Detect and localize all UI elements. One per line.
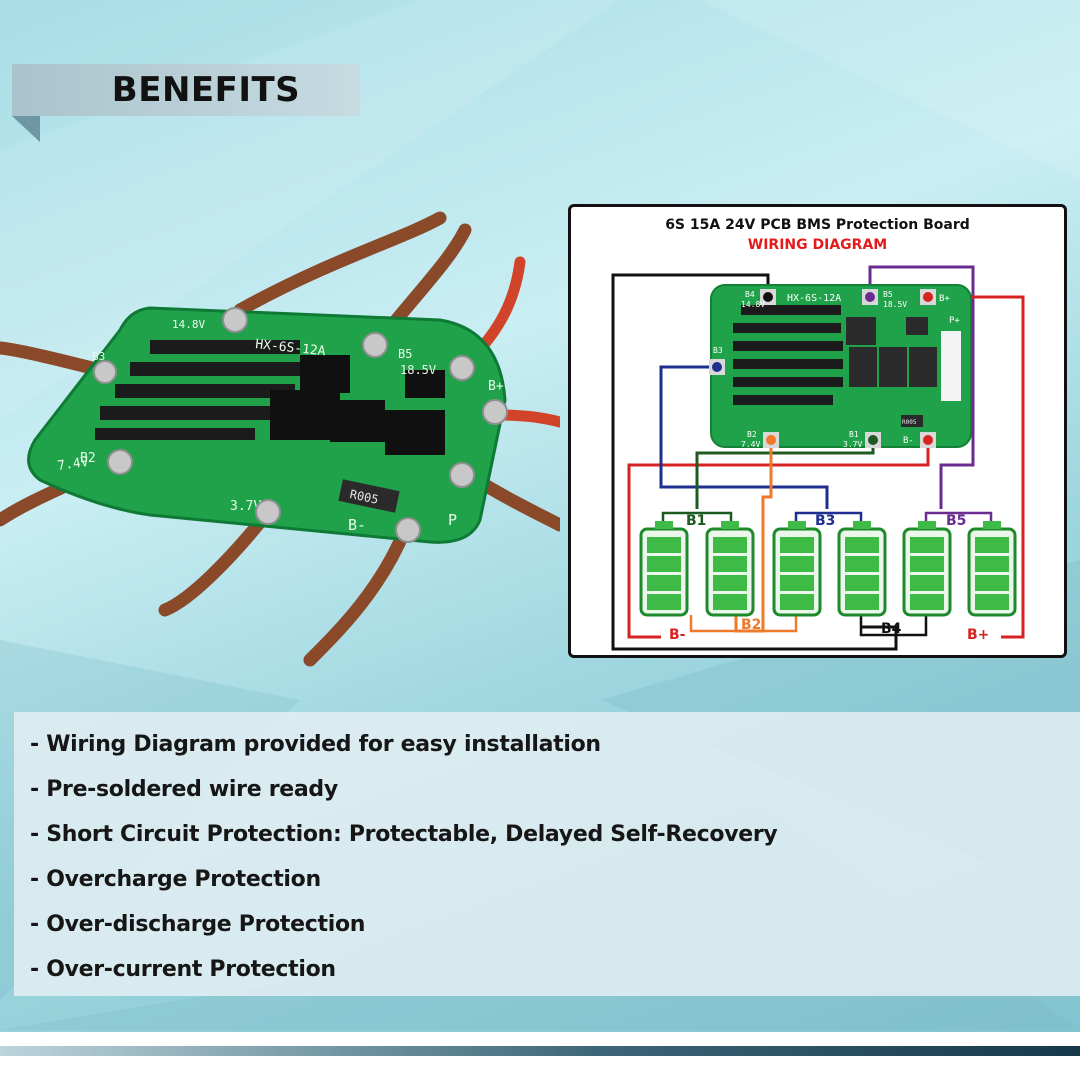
pad-label-b5: B5 xyxy=(883,290,893,299)
photo-resistor-label: R005 xyxy=(349,487,380,507)
pad-label-b1-voltage: 3.7V xyxy=(843,440,862,449)
feature-item: - Over-current Protection xyxy=(30,957,336,982)
battery-label-b4: B4 xyxy=(881,621,902,637)
battery-label-b2: B2 xyxy=(741,617,761,633)
photo-label-b1-voltage: 3.7V xyxy=(230,499,261,514)
photo-board-model: HX-6S-12A xyxy=(255,337,327,359)
pad-label-pplus: P+ xyxy=(949,316,960,326)
pad-label-b2: B2 xyxy=(747,430,757,439)
photo-label-b2-voltage: 7.4V xyxy=(56,455,89,474)
pad-label-b5-voltage: 18.5V xyxy=(883,300,907,309)
feature-item: - Over-discharge Protection xyxy=(30,912,366,937)
wiring-diagram-card: 6S 15A 24V PCB BMS Protection Board WIRI… xyxy=(568,204,1067,658)
photo-label-bminus: B- xyxy=(348,516,366,534)
feature-item: - Overcharge Protection xyxy=(30,867,321,892)
pad-label-b3: B3 xyxy=(713,346,723,355)
benefits-title: BENEFITS xyxy=(111,70,301,110)
pad-label-bminus: B- xyxy=(903,436,914,446)
photo-label-b2: B2 xyxy=(80,451,96,466)
feature-item: - Short Circuit Protection: Protectable,… xyxy=(30,822,778,847)
diagram-board-model: HX-6S-12A xyxy=(787,293,841,304)
battery-label-b1: B1 xyxy=(686,513,706,529)
diagram-subtitle: WIRING DIAGRAM xyxy=(747,237,888,253)
photo-label-b5: B5 xyxy=(398,347,412,361)
photo-label-b5-voltage: 18.5V xyxy=(400,363,436,377)
feature-list: - Wiring Diagram provided for easy insta… xyxy=(30,730,778,1000)
benefits-banner-fold xyxy=(12,116,40,142)
pad-label-b1: B1 xyxy=(849,430,859,439)
bms-board-photo: R005 HX-6S-12A 14.8V B5 18.5V B+ B2 7.4V… xyxy=(0,211,560,667)
diagram-resistor-label: R005 xyxy=(902,419,917,426)
photo-label-b3: B3 xyxy=(92,350,105,363)
battery-label-b5: B5 xyxy=(946,513,966,529)
pad-label-b4: B4 xyxy=(745,290,755,299)
photo-label-b4-voltage: 14.8V xyxy=(172,318,205,331)
photo-label-bplus: B+ xyxy=(488,379,504,394)
battery-label-bplus: B+ xyxy=(967,627,989,643)
pad-label-b4-voltage: 14.8V xyxy=(741,300,765,309)
battery-label-bminus: B- xyxy=(669,627,686,643)
pad-label-bplus: B+ xyxy=(939,294,950,304)
bottom-strip xyxy=(0,1056,1080,1080)
bottom-divider-dark xyxy=(0,1046,1080,1056)
feature-item: - Pre-soldered wire ready xyxy=(30,777,338,802)
battery-label-b3: B3 xyxy=(815,513,835,529)
bottom-divider-light xyxy=(0,1032,1080,1046)
diagram-title: 6S 15A 24V PCB BMS Protection Board xyxy=(665,217,970,233)
pad-label-b2-voltage: 7.4V xyxy=(741,440,760,449)
photo-label-p: P xyxy=(448,511,457,529)
wiring-diagram-svg: R005 HX-6S-12A B4 14.8V B5 18.5V B2 7.4V… xyxy=(611,265,1025,651)
features-panel: - Wiring Diagram provided for easy insta… xyxy=(14,712,1080,996)
benefits-banner: BENEFITS xyxy=(12,64,360,116)
feature-item: - Wiring Diagram provided for easy insta… xyxy=(30,732,601,757)
